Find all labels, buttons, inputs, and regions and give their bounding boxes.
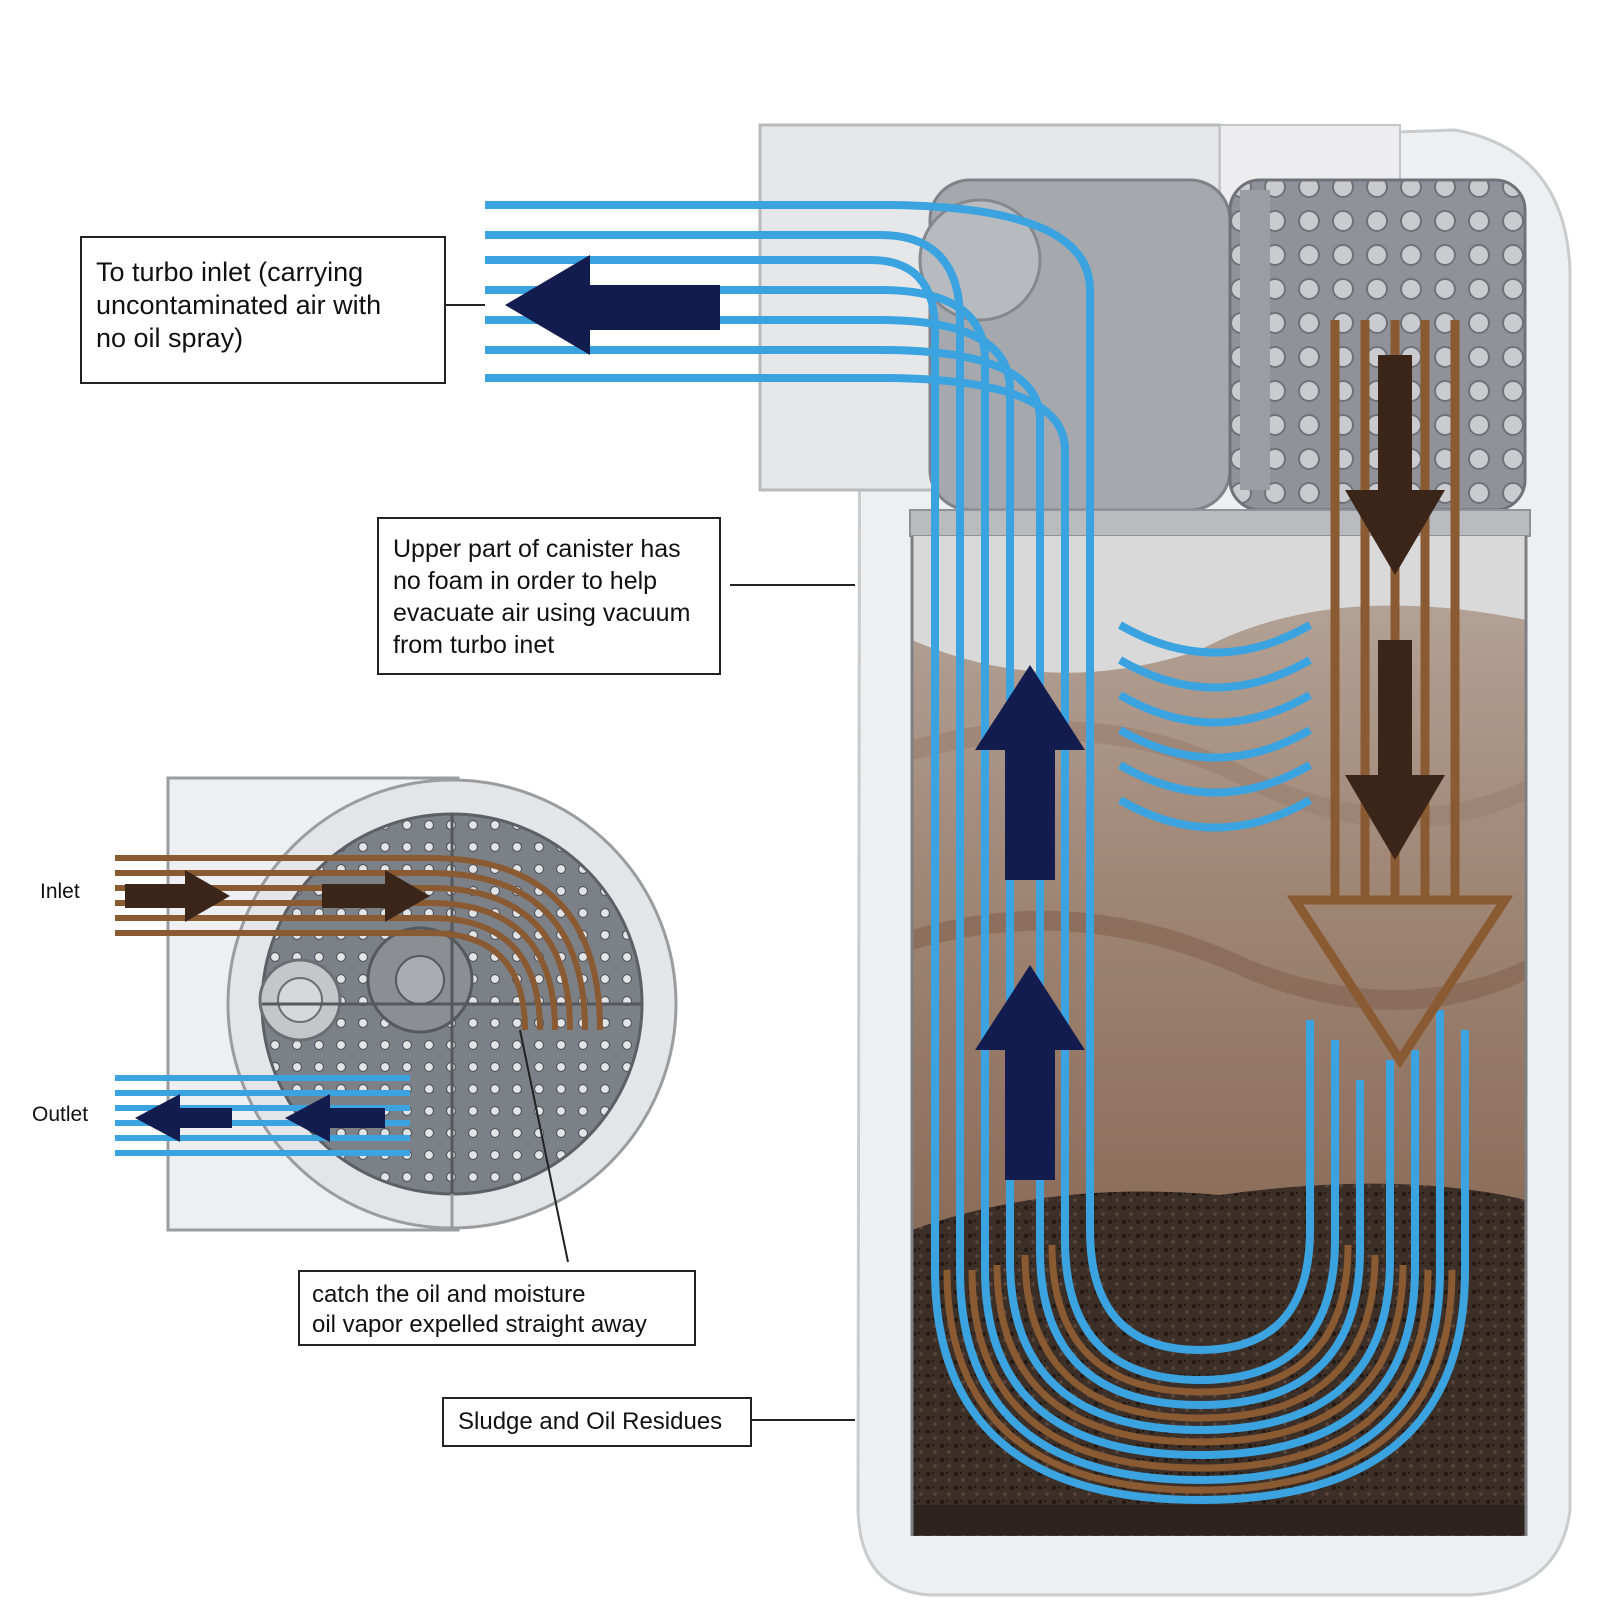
dirty-flow-line [1048, 1244, 1352, 1396]
clean-air-line [485, 231, 1444, 1485]
callout-sludge: Sludge and Oil Residues [442, 1397, 752, 1447]
inlet-arrows [125, 870, 430, 922]
up-arrow [975, 665, 1085, 880]
down-arrow [1345, 355, 1445, 575]
callout-turbo-inlet: To turbo inlet (carrying uncontaminated … [80, 236, 446, 384]
callout-text-line: evacuate air using vacuum [393, 599, 691, 627]
dirty-flow-line [993, 1264, 1407, 1446]
dirty-down-arrows [1345, 355, 1445, 860]
dirty-flow-line [1021, 1254, 1379, 1422]
callout-text-line: from turbo inet [393, 631, 555, 659]
callout-text-line: no oil spray) [96, 323, 244, 353]
leader-lines [446, 304, 855, 1421]
inlet-flow [115, 855, 603, 1031]
clean-air-flow [485, 201, 1469, 1505]
callout-text-line: no foam in order to help [393, 567, 658, 595]
callout-catch-oil: catch the oil and moisture oil vapor exp… [298, 1270, 696, 1346]
callout-text-line: Sludge and Oil Residues [458, 1408, 723, 1435]
clean-air-line [485, 201, 1314, 1355]
inlet-label: Inlet [40, 880, 80, 903]
clean-air-line [485, 286, 1419, 1460]
up-arrow [975, 965, 1085, 1180]
clean-air-line [485, 374, 1339, 1385]
clean-air-line [485, 346, 1364, 1410]
callout-text-line: oil vapor expelled straight away [312, 1311, 647, 1338]
dirty-flow-arrowhead [1286, 895, 1514, 1069]
clean-air-line [485, 316, 1394, 1435]
dirty-flow [943, 1244, 1456, 1494]
callout-text-line: To turbo inlet (carrying [96, 257, 364, 287]
outlet-label: Outlet [32, 1103, 89, 1126]
callout-text-line: Upper part of canister has [393, 535, 681, 563]
callout-upper-canister: Upper part of canister has no foam in or… [377, 517, 721, 675]
to-turbo-arrow [505, 255, 720, 355]
callout-text-line: uncontaminated air with [96, 290, 382, 320]
outlet-arrows [135, 1094, 385, 1142]
dirty-flow-line [943, 1269, 1456, 1494]
down-arrow [1345, 640, 1445, 860]
perforated-filter [1228, 178, 1527, 512]
air-up-arrows [975, 665, 1085, 1180]
outlet-arrow [285, 1094, 385, 1142]
inlet-arrow [125, 870, 230, 922]
dirty-flow-line [968, 1269, 1432, 1472]
deflector-flow [1117, 621, 1313, 832]
callout-text-line: catch the oil and moisture [312, 1281, 586, 1308]
inlet-arrow [322, 870, 430, 922]
outlet-arrow [135, 1094, 232, 1142]
